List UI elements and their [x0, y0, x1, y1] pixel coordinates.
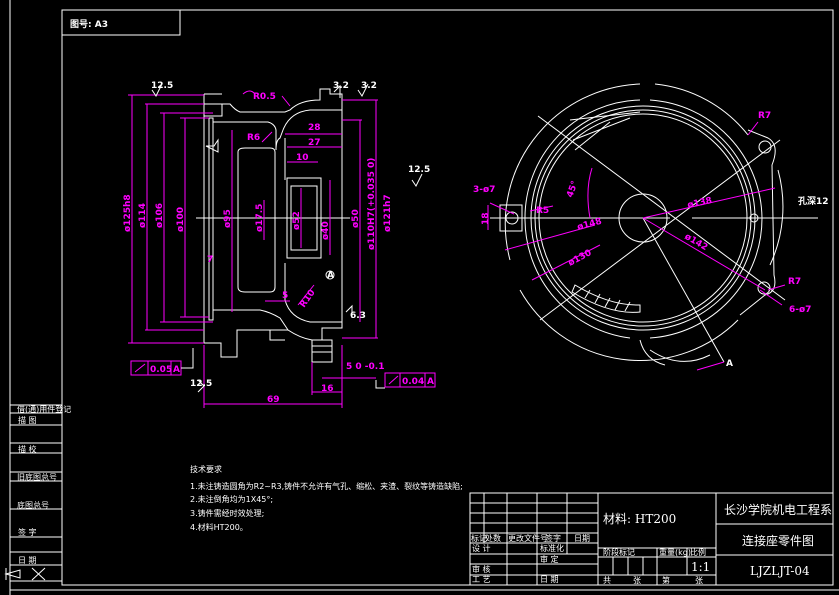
drawing-label: ø50 [351, 209, 361, 228]
drawing-label: ø95 [223, 209, 233, 228]
drawing-label: 27 [308, 138, 321, 148]
scale-value: 1:1 [691, 560, 710, 574]
drawing-label: R7 [758, 111, 771, 121]
drawing-label: 签字 [545, 533, 561, 543]
drawing-label: 69 [267, 395, 280, 405]
drawing-label: 阶段标记 [603, 547, 635, 557]
drawing-label: 1.未注铸造圆角为R2~R3,铸件不允许有气孔、缩松、夹渣、裂纹等铸造缺陷; [190, 481, 463, 491]
drawing-label: 12.5 [151, 81, 173, 91]
drawing-label: ø148 [576, 217, 603, 233]
drawing-label: 12.5 [408, 165, 430, 175]
strip-label: 底图总号 [17, 500, 49, 510]
drawing-label: ø40 [321, 221, 331, 240]
drawing-label: 12.5 [190, 379, 212, 389]
strip-label: 描 校 [18, 444, 37, 454]
section-view-labels: 12.5 3.2 3.2 12.5 6.3 12.5 R0.5 R6 28 27… [123, 81, 434, 405]
title-block-text: 标记 处数 更改文件号 签字 日期 设 计 标准化 审 定 审 核 工 艺 日 … [471, 502, 832, 585]
drawing-label: 6-ø7 [789, 305, 811, 315]
drawing-label: R10 [298, 288, 317, 310]
drawing-label: 处数 [485, 533, 501, 543]
drawing-label: A [726, 359, 733, 369]
drawing-label: A [173, 365, 180, 375]
drawing-label: 3-ø7 [473, 185, 495, 195]
runout-right-value: 0.04 [402, 377, 424, 387]
drawing-label: 18 [481, 212, 491, 225]
drawing-label: 共 [603, 576, 611, 585]
drawing-label: 重量(kg) [659, 547, 691, 557]
drawing-label: 张 [695, 576, 703, 585]
drawing-label: 45° [565, 180, 580, 199]
technical-requirements: 技术要求 1.未注铸造圆角为R2~R3,铸件不允许有气孔、缩松、夹渣、裂纹等铸造… [190, 464, 463, 532]
drawing-label: ø114 [138, 203, 148, 228]
drawing-label: 设 计 [472, 543, 491, 553]
drawing-label: 日 期 [540, 575, 559, 584]
drawing-label: 第 [662, 575, 670, 585]
drawing-label: ø100 [176, 207, 186, 232]
drawing-label: 6.3 [350, 311, 366, 321]
drawing-label: 标准化 [540, 543, 564, 553]
drawing-label: 5 0 -0.1 [346, 362, 384, 372]
drawing-label: 孔深12 [798, 195, 829, 207]
drawing-label: ø138 [687, 196, 714, 211]
drawing-label: A [427, 377, 434, 387]
drawing-label: 16 [321, 384, 334, 394]
drawing-label: A [327, 271, 334, 281]
runout-left-value: 0.05 [150, 365, 172, 375]
drawing-label: 比例 [690, 547, 706, 557]
school-name: 长沙学院机电工程系 [724, 502, 832, 517]
drawing-label: ø121h7 [383, 194, 393, 232]
plan-view [487, 83, 818, 371]
drawing-label: 审 核 [472, 564, 491, 574]
drawing-label: 28 [308, 123, 321, 133]
left-strip-table [4, 404, 62, 582]
drawing-label: 日期 [574, 534, 590, 543]
drawing-label: 4.材料HT200。 [190, 522, 248, 532]
drawing-label: 5 [282, 291, 288, 301]
strip-label: 签 字 [18, 527, 37, 537]
material-label: 材料: HT200 [603, 512, 676, 526]
drawing-number: 图号: A3 [70, 19, 108, 30]
drawing-label: R0.5 [253, 92, 276, 102]
drawing-label: ø125h8 [123, 194, 133, 232]
drawing-label: 3.2 [361, 81, 377, 91]
drawing-label: 张 [633, 576, 641, 585]
strip-label: 日 期 [18, 556, 37, 565]
drawing-label: R6 [247, 133, 260, 143]
drawing-label: 2.未注倒角均为1X45°; [190, 494, 273, 504]
drawing-label: ø142 [683, 232, 710, 253]
drawing-frame [9, 0, 839, 595]
drawing-label: 工 艺 [472, 575, 491, 584]
drawing-code: LJZLJT-04 [750, 564, 810, 578]
drawing-label: 审 定 [540, 554, 559, 564]
drawing-label: ø52 [292, 211, 302, 230]
drawing-label: ø17.5 [255, 204, 265, 232]
drawing-label: ø110H7(+0.035 0) [367, 158, 377, 250]
strip-label: 旧底图总号 [17, 472, 57, 482]
drawing-label: 3.铸件需经时效处理; [190, 508, 264, 518]
section-view [128, 83, 436, 408]
drawing-label: 10 [296, 153, 309, 163]
drawing-label: R7 [788, 277, 801, 287]
drawing-label: 3.2 [333, 81, 349, 91]
drawing-label: ø130 [567, 248, 594, 269]
strip-label: 借(通)用件登记 [17, 404, 71, 414]
title-block [469, 492, 834, 586]
drawing-label: 标记 [471, 533, 487, 543]
drawing-label: ø106 [155, 203, 165, 228]
part-name: 连接座零件图 [742, 533, 814, 548]
drawing-label: 更改文件号 [508, 533, 548, 543]
drawing-label: 7 [207, 255, 213, 265]
strip-label: 描 图 [18, 415, 37, 425]
drawing-label: 技术要求 [190, 464, 222, 474]
drawing-label: R5 [536, 206, 549, 216]
